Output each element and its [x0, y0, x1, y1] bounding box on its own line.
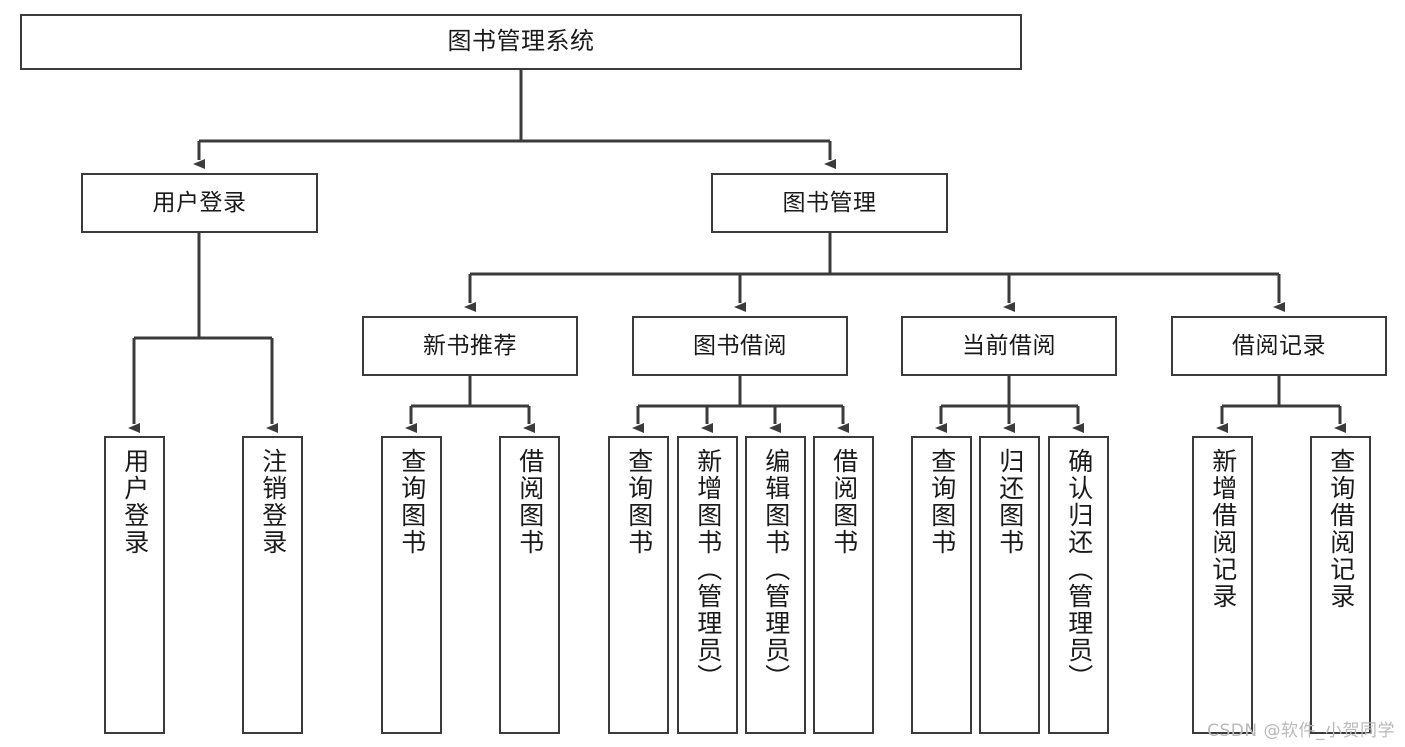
node-label: 借阅图书: [829, 448, 859, 556]
leaf-new-book-borrow[interactable]: 借阅图书: [499, 436, 560, 734]
leaf-user-login[interactable]: 用户登录: [104, 436, 165, 734]
csdn-watermark: CSDN @软件_小贺同学: [1207, 721, 1395, 741]
node-label: 图书管理: [782, 189, 877, 216]
leaf-borrow-query-book[interactable]: 查询图书: [608, 436, 669, 734]
leaf-current-query-book[interactable]: 查询图书: [911, 436, 972, 734]
node-label: 查询图书: [397, 448, 427, 556]
node-label: 编辑图书（管理员）: [761, 448, 791, 691]
node-label: 借阅记录: [1232, 332, 1326, 359]
node-label: 新书推荐: [423, 332, 517, 359]
node-book-borrow[interactable]: 图书借阅: [632, 316, 848, 376]
leaf-borrow-borrow-book[interactable]: 借阅图书: [813, 436, 874, 734]
node-label: 图书借阅: [693, 332, 787, 359]
node-label: 归还图书: [995, 448, 1025, 556]
node-book-management[interactable]: 图书管理: [711, 173, 948, 233]
node-label: 用户登录: [152, 189, 247, 216]
node-label: 确认归还（管理员）: [1064, 448, 1094, 691]
node-label: 查询借阅记录: [1326, 448, 1356, 610]
leaf-current-return-book[interactable]: 归还图书: [979, 436, 1040, 734]
node-label: 当前借阅: [962, 332, 1056, 359]
node-label: 注销登录: [258, 448, 288, 556]
node-borrow-records[interactable]: 借阅记录: [1171, 316, 1387, 376]
leaf-current-confirm-return[interactable]: 确认归还（管理员）: [1048, 436, 1109, 734]
node-new-book-recommend[interactable]: 新书推荐: [362, 316, 578, 376]
node-label: 用户登录: [120, 448, 150, 556]
node-current-borrow[interactable]: 当前借阅: [901, 316, 1117, 376]
leaf-record-add[interactable]: 新增借阅记录: [1192, 436, 1253, 734]
node-label: 查询图书: [927, 448, 957, 556]
node-root-system[interactable]: 图书管理系统: [20, 14, 1022, 70]
node-label: 查询图书: [624, 448, 654, 556]
leaf-new-book-query[interactable]: 查询图书: [381, 436, 442, 734]
node-label: 新增图书（管理员）: [693, 448, 723, 691]
leaf-user-logout[interactable]: 注销登录: [242, 436, 303, 734]
node-label: 图书管理系统: [447, 27, 595, 56]
leaf-borrow-add-book[interactable]: 新增图书（管理员）: [677, 436, 738, 734]
node-label: 新增借阅记录: [1208, 448, 1238, 610]
node-user-login[interactable]: 用户登录: [81, 173, 318, 233]
leaf-record-query[interactable]: 查询借阅记录: [1310, 436, 1371, 734]
leaf-borrow-edit-book[interactable]: 编辑图书（管理员）: [745, 436, 806, 734]
node-label: 借阅图书: [515, 448, 545, 556]
